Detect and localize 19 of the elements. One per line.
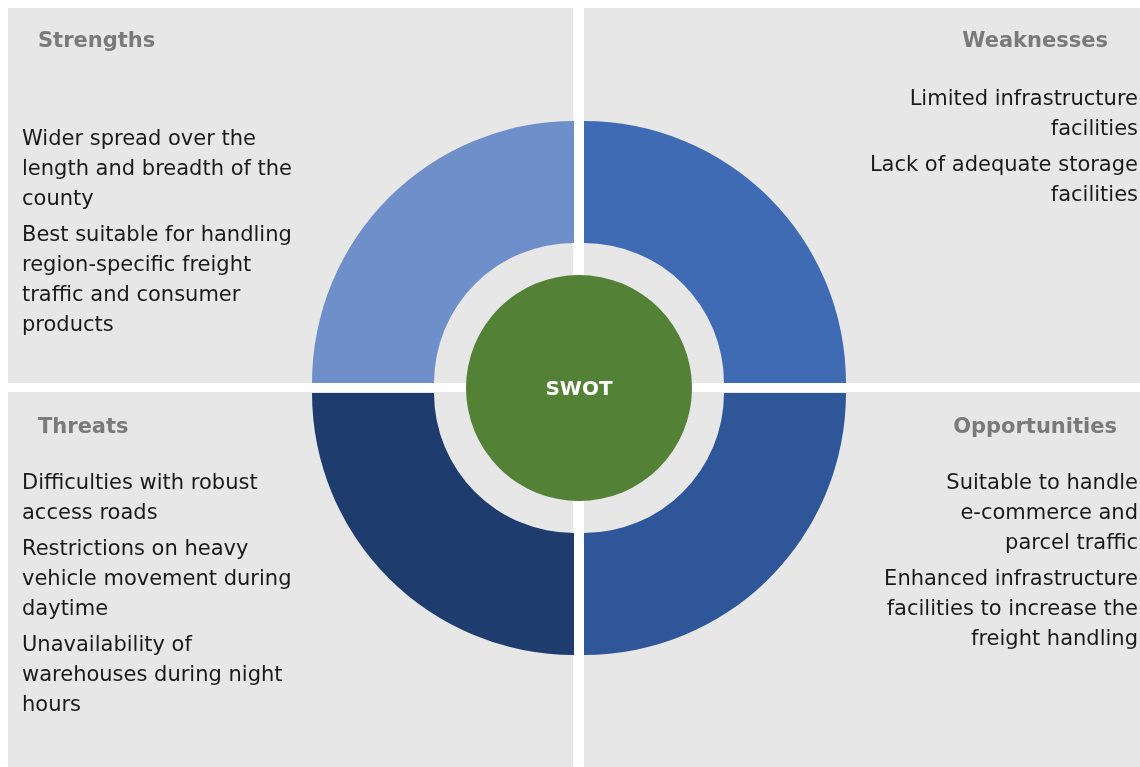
- swot-point: Difficulties with robust access roads: [22, 469, 259, 526]
- ring-segment: [584, 121, 846, 383]
- ring-segment: [312, 393, 574, 655]
- quadrant-heading: Strengths: [38, 28, 156, 52]
- swot-point: Best suitable for handling region-specific freight traffic and consumer products: [22, 221, 293, 338]
- quadrant-heading: Weaknesses: [962, 28, 1108, 52]
- quadrant-heading: Threats: [38, 414, 129, 438]
- swot-point: Wider spread over the length and breadth of the county: [22, 125, 294, 212]
- quadrant-panel: [8, 8, 573, 383]
- swot-point: Lack of adequate storage facilities: [868, 151, 1138, 208]
- swot-point: Suitable to handle e-commerce and parcel traffic: [945, 469, 1138, 556]
- swot-point: Restrictions on heavy vehicle movement during daytime: [22, 535, 293, 622]
- swot-point: Limited infrastructure facilities: [908, 85, 1138, 142]
- ring-segment: [584, 393, 846, 655]
- swot-point: Unavailability of warehouses during night hours: [22, 631, 284, 718]
- quadrant-panel: [584, 8, 1140, 383]
- quadrant-heading: Opportunities: [953, 414, 1117, 438]
- ring-segment: [312, 121, 574, 383]
- swot-point: Enhanced infrastructure facilities to increase the freight handling: [883, 565, 1138, 652]
